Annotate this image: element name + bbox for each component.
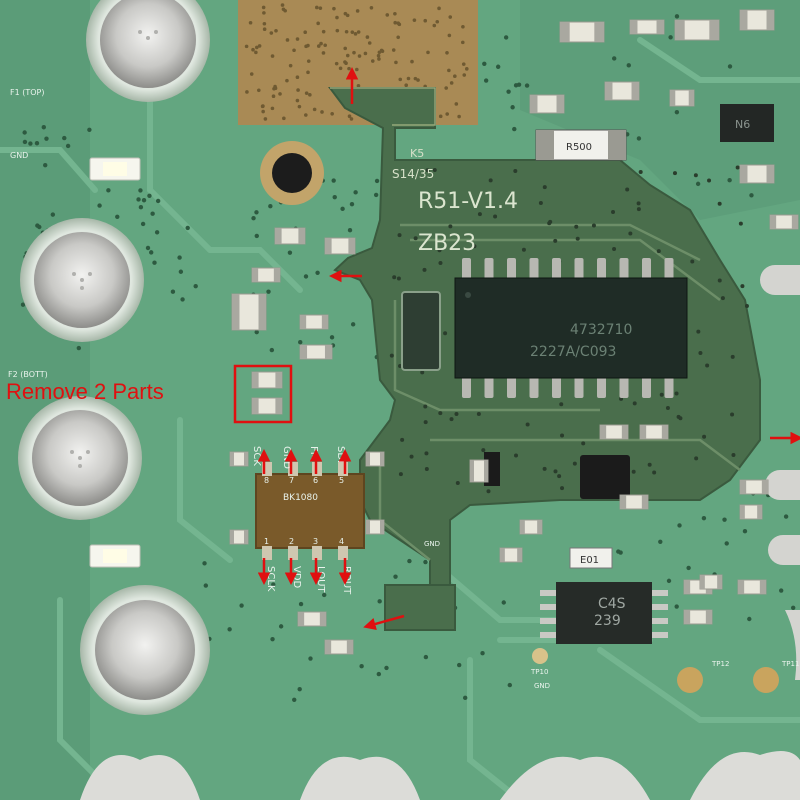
silk-date-code: S14/35	[392, 167, 434, 181]
pin-label-1: SCLK	[265, 566, 276, 592]
silk-board-rev: R51-V1.4	[418, 189, 518, 214]
red-arrows	[257, 67, 800, 631]
pin-num-1: 1	[264, 537, 269, 546]
silk-zb23: ZB23	[418, 231, 476, 256]
main-ic: 4732710 2227A/C093	[454, 258, 688, 398]
chip-c4s-code: 239	[594, 613, 621, 629]
test-point-tp10	[532, 648, 548, 664]
module-vias	[389, 165, 749, 494]
transistor-n6	[720, 104, 774, 142]
pad-dimples	[70, 30, 158, 468]
led-top-lens	[103, 162, 127, 176]
c4s-chip: C4S 239	[540, 582, 668, 644]
pin-label-4: ROUT	[341, 566, 352, 595]
callout-box	[233, 364, 293, 424]
pin-label-2: VDD	[291, 566, 302, 589]
spring-contact-1	[80, 755, 200, 800]
bk1080-chip: BK1080	[255, 462, 365, 560]
module-tab	[384, 584, 456, 631]
silk-gnd-mid: GND	[424, 540, 440, 548]
spring-contact-4	[690, 751, 800, 800]
pin-label-8: SCK	[251, 446, 262, 466]
edge-contact-4	[785, 610, 800, 680]
spring-contact-2	[300, 756, 420, 800]
crystal-oscillator	[401, 291, 441, 371]
spring-contact-3	[500, 756, 650, 800]
n6-label: N6	[735, 118, 750, 131]
pin-num-3: 3	[313, 537, 318, 546]
module-outline	[330, 87, 436, 126]
edge-contact-2	[765, 470, 800, 500]
module-inductor	[580, 455, 630, 499]
pin-label-6: FM	[308, 446, 319, 460]
pin-num-7: 7	[289, 476, 294, 485]
e01-component	[569, 547, 613, 569]
resistor-r500-end-right	[608, 130, 626, 160]
silk-tp10-gnd: GND	[534, 682, 550, 690]
test-point-tp12	[677, 667, 703, 693]
pin-num-8: 8	[264, 476, 269, 485]
silk-tp11: TP11	[781, 660, 799, 668]
pin-num-5: 5	[339, 476, 344, 485]
copper-pour-top-right	[520, 0, 800, 220]
silk-tp10: TP10	[530, 668, 548, 676]
callout-text: Remove 2 Parts	[6, 379, 164, 404]
led-bottom-lens	[103, 549, 127, 563]
e01-label: E01	[580, 555, 599, 566]
test-point-tp11	[753, 667, 779, 693]
chip-c4s-label: C4S	[598, 596, 626, 612]
resistor-r500-end-left	[536, 130, 554, 160]
module-traces	[378, 223, 741, 561]
mounting-hole	[272, 153, 312, 193]
pin-num-4: 4	[339, 537, 344, 546]
silk-f2-bott: F2 (BOTT)	[8, 370, 48, 379]
silk-k5: K5	[410, 147, 424, 160]
chip-small-label: BK1080	[283, 493, 318, 503]
ic-main-marking-2: 2227A/C093	[530, 344, 616, 360]
r500-label: R500	[566, 142, 592, 153]
silk-gnd-left: GND	[10, 151, 28, 160]
silk-f1-top: F1 (TOP)	[10, 88, 44, 97]
copper-pour-left	[0, 0, 90, 800]
pin-num-2: 2	[289, 537, 294, 546]
silk-tp12: TP12	[711, 660, 729, 668]
smd-components	[229, 9, 799, 655]
edge-contact-3	[768, 535, 800, 565]
edge-contact-1	[760, 265, 800, 295]
ic-main-marking-1: 4732710	[570, 322, 632, 338]
pin-num-6: 6	[313, 476, 318, 485]
